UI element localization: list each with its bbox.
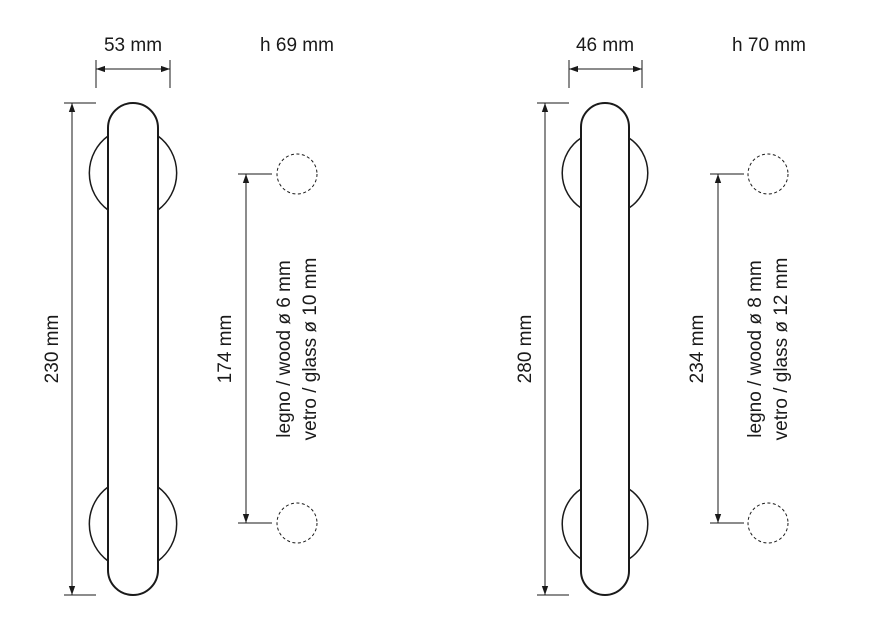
handle-1-hole-bottom bbox=[276, 502, 318, 544]
handle-2-height-label: h 70 mm bbox=[732, 35, 806, 56]
handle-2: 46 mm h 70 mm 280 mm 234 mm legno / wood… bbox=[515, 35, 806, 596]
handle-1-rosette-top bbox=[88, 135, 178, 211]
handle-2-rosette-bottom bbox=[561, 488, 649, 560]
handle-1-hole-top bbox=[276, 153, 318, 195]
handle-2-width-label: 46 mm bbox=[576, 35, 634, 56]
handle-1-rosette-bottom bbox=[88, 486, 178, 562]
handle-2-length-label: 280 mm bbox=[515, 315, 536, 384]
handle-2-center-label: 234 mm bbox=[687, 315, 708, 384]
handle-2-bar bbox=[580, 102, 630, 596]
handle-1-center-label: 174 mm bbox=[215, 315, 236, 384]
handle-1-hole-spec-wood: legno / wood ø 6 mm bbox=[274, 260, 295, 437]
handle-2-rosette-top bbox=[561, 137, 649, 209]
handle-2-hole-bottom bbox=[747, 502, 789, 544]
handle-1-height-label: h 69 mm bbox=[260, 35, 334, 56]
handle-1-width-dimension: 53 mm bbox=[95, 35, 171, 88]
handle-1-width-label: 53 mm bbox=[104, 35, 162, 56]
handle-2-hole-spec-wood: legno / wood ø 8 mm bbox=[745, 260, 766, 437]
handle-2-width-dimension: 46 mm bbox=[568, 35, 643, 88]
handle-1-center-dimension: 174 mm bbox=[215, 173, 272, 524]
handle-1-hole-spec-glass: vetro / glass ø 10 mm bbox=[300, 258, 321, 441]
handle-1-length-dimension: 230 mm bbox=[42, 102, 96, 596]
handle-1: 53 mm h 69 mm 230 mm 174 mm legno / wood… bbox=[42, 35, 334, 596]
handle-2-hole-top bbox=[747, 153, 789, 195]
handle-2-center-dimension: 234 mm bbox=[687, 173, 744, 524]
handle-1-length-label: 230 mm bbox=[42, 315, 63, 384]
handle-1-bar bbox=[107, 102, 159, 596]
handle-2-hole-spec-glass: vetro / glass ø 12 mm bbox=[771, 258, 792, 441]
handle-2-length-dimension: 280 mm bbox=[515, 102, 569, 596]
